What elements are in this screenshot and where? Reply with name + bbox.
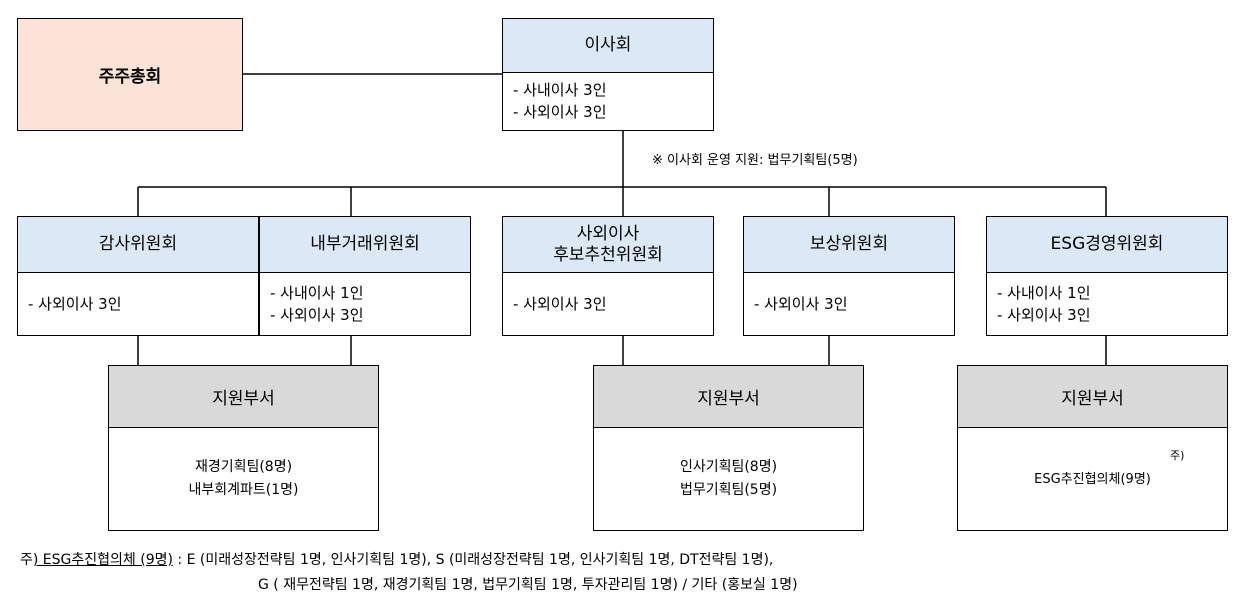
committee-header: 감사위원회: [18, 217, 258, 273]
footnote-marker: 주): [1170, 449, 1185, 462]
committee-member-line: - 사내이사 1인: [270, 283, 364, 302]
board-members: - 사내이사 3인 - 사외이사 3인: [503, 73, 713, 129]
footnote-line-1: 주) ESG추진협의체 (9명) : E (미래성장전략팀 1명, 인사기획팀 …: [20, 549, 773, 569]
committee-member-line: - 사외이사 3인: [270, 305, 364, 324]
support-unit-teams: 인사기획팀(8명) 법무기획팀(5명): [594, 428, 863, 530]
support-unit-title: 지원부서: [697, 389, 760, 409]
support-unit-header: 지원부서: [594, 366, 863, 428]
board-member-line: - 사내이사 3인: [513, 81, 607, 99]
committee-title: ESG경영위원회: [1050, 234, 1164, 254]
support-team-line: ESG추진협의체(9명): [1034, 471, 1151, 487]
committee-title-line: 후보추천위원회: [553, 244, 663, 265]
board-support-note: ※ 이사회 운영 지원: 법무기획팀(5명): [652, 153, 858, 168]
support-unit-title: 지원부서: [212, 389, 275, 409]
committee-title: 감사위원회: [98, 234, 178, 254]
committee-member-line: - 사외이사 3인: [997, 305, 1091, 324]
footnote-line-2: G ( 재무전략팀 1명, 재경기획팀 1명, 법무기획팀 1명, 투자관리팀 …: [258, 577, 798, 593]
support-unit-box-3: 지원부서 ESG추진협의체(9명) 주): [957, 365, 1228, 531]
compensation-committee-box: 보상위원회 - 사외이사 3인: [743, 216, 955, 336]
support-unit-header: 지원부서: [109, 366, 378, 428]
support-unit-title: 지원부서: [1061, 389, 1124, 409]
esg-committee-box: ESG경영위원회 - 사내이사 1인 - 사외이사 3인: [986, 216, 1228, 336]
committee-member-line: - 사외이사 3인: [513, 294, 607, 313]
committee-members: - 사외이사 3인: [744, 273, 954, 334]
support-team-line: 재경기획팀(8명): [194, 459, 293, 475]
committee-header: 내부거래위원회: [260, 217, 470, 273]
board-header: 이사회: [503, 19, 713, 73]
footnote-prefix: 주: [20, 552, 33, 568]
outside-director-nomination-committee-box: 사외이사 후보추천위원회 - 사외이사 3인: [502, 216, 714, 336]
committee-member-line: - 사외이사 3인: [754, 294, 848, 313]
committee-members: - 사내이사 1인 - 사외이사 3인: [987, 273, 1227, 334]
support-unit-teams: ESG추진협의체(9명) 주): [958, 428, 1227, 530]
support-team-line: 내부회계파트(1명): [188, 482, 299, 498]
audit-committee-box: 감사위원회 - 사외이사 3인: [17, 216, 259, 336]
footnote-detail: : E (미래성장전략팀 1명, 인사기획팀 1명), S (미래성장전략팀 1…: [172, 552, 774, 568]
committee-members: - 사외이사 3인: [503, 273, 713, 334]
committee-title-line: 사외이사: [576, 223, 640, 244]
board-of-directors-box: 이사회 - 사내이사 3인 - 사외이사 3인: [502, 18, 714, 131]
shareholders-meeting-box: 주주총회: [17, 18, 243, 131]
committee-title: 내부거래위원회: [310, 234, 420, 254]
internal-transaction-committee-box: 내부거래위원회 - 사내이사 1인 - 사외이사 3인: [259, 216, 471, 336]
committee-header: ESG경영위원회: [987, 217, 1227, 273]
committee-member-line: - 사내이사 1인: [997, 283, 1091, 302]
support-unit-box-2: 지원부서 인사기획팀(8명) 법무기획팀(5명): [593, 365, 864, 531]
support-unit-box-1: 지원부서 재경기획팀(8명) 내부회계파트(1명): [108, 365, 379, 531]
committee-header: 사외이사 후보추천위원회: [503, 217, 713, 273]
committee-member-line: - 사외이사 3인: [28, 294, 122, 313]
committee-members: - 사내이사 1인 - 사외이사 3인: [260, 273, 470, 334]
shareholders-meeting-label: 주주총회: [98, 67, 162, 87]
committee-title: 보상위원회: [809, 234, 889, 254]
support-unit-teams: 재경기획팀(8명) 내부회계파트(1명): [109, 428, 378, 530]
committee-members: - 사외이사 3인: [18, 273, 258, 334]
board-title: 이사회: [584, 35, 632, 55]
footnote-underlined-title: ) ESG추진협의체 (9명): [32, 552, 173, 568]
committee-header: 보상위원회: [744, 217, 954, 273]
board-member-line: - 사외이사 3인: [513, 103, 607, 121]
support-unit-header: 지원부서: [958, 366, 1227, 428]
support-team-line: 법무기획팀(5명): [679, 482, 778, 498]
support-team-line: 인사기획팀(8명): [679, 459, 778, 475]
